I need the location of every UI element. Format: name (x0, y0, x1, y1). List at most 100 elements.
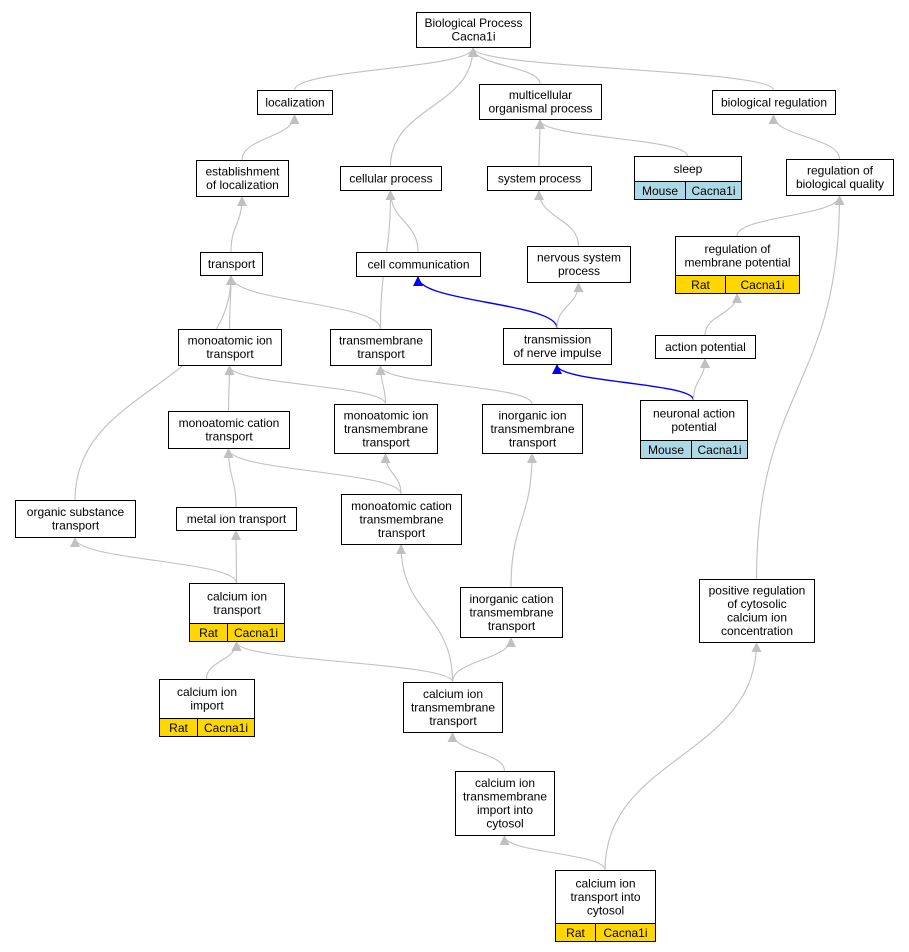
edge-bioreg-to-bp (468, 47, 775, 91)
node-actionpot[interactable]: action potential (655, 335, 756, 359)
edge-regmem-to-regqual (736, 195, 845, 237)
edge-posreg-to-regqual (755, 195, 845, 580)
node-box (168, 411, 290, 449)
edge-localization-to-bp (293, 47, 478, 91)
node-system[interactable]: system process (487, 166, 592, 191)
node-label-line: transport (213, 603, 261, 617)
node-cellular[interactable]: cellular process (340, 166, 442, 191)
gene-cell (595, 923, 656, 942)
node-box (200, 252, 263, 276)
node-label-line: metal ion transport (187, 512, 287, 526)
node-box (416, 12, 531, 48)
edge-transport-to-establishment (230, 196, 247, 253)
node-label-line: transport (52, 519, 100, 533)
node-box (460, 587, 563, 638)
node-label-line: monoatomic cation (179, 416, 280, 430)
gene-cell (197, 718, 255, 737)
node-label-line: calcium ion (177, 685, 237, 699)
node-label-line: calcium ion (423, 687, 483, 701)
node-label-line: calcium ion (575, 876, 635, 890)
node-label-line: transmembrane (490, 422, 574, 436)
node-label-line: transport (509, 435, 557, 449)
edge-cellcomm-to-cellular (385, 190, 419, 253)
node-label-line: calcium ion (727, 611, 787, 625)
node-box (786, 159, 894, 196)
gene-label: Cacna1i (691, 184, 735, 198)
node-label-line: monoatomic ion (344, 408, 429, 422)
node-label-line: Cacna1i (451, 30, 495, 44)
node-label-line: multicellular (509, 88, 572, 102)
node-label-line: calcium ion (475, 776, 535, 790)
node-box (176, 507, 297, 531)
node-box (334, 404, 438, 454)
node-label-line: transport (208, 257, 256, 271)
node-cellcomm[interactable]: cell communication (356, 252, 481, 277)
edge-monocationtm-to-monoiontm (380, 453, 402, 495)
node-label-line: transport (357, 347, 405, 361)
node-label-line: localization (265, 95, 324, 109)
node-label-line: inorganic ion (498, 408, 566, 422)
node-box (482, 404, 583, 454)
edge-cacytosol-to-posreg (604, 642, 762, 871)
node-box (487, 166, 592, 191)
node-label-line: transmembrane (463, 790, 547, 804)
gene-cell (691, 440, 748, 459)
node-label-line: transport (362, 435, 410, 449)
node-transport[interactable]: transport (200, 252, 263, 276)
edge-caiontransport-to-metalion (231, 530, 242, 584)
edge-actionpot-to-regmem (704, 293, 742, 336)
node-label-line: of nerve impulse (513, 346, 601, 360)
node-label-line: transport into (570, 890, 640, 904)
edge-inorgcationtm-to-inorgiontm (510, 453, 537, 588)
node-metalion[interactable]: metal ion transport (176, 507, 297, 531)
node-label-line: Biological Process (424, 16, 522, 30)
node-label-line: transport (429, 714, 477, 728)
node-bioreg[interactable]: biological regulation (712, 90, 836, 115)
edge-multicellular-to-bp (468, 47, 541, 85)
node-label-line: nervous system (537, 251, 621, 265)
nodes-layer: Biological ProcessCacna1ilocalizationmul… (15, 12, 894, 942)
node-localization[interactable]: localization (257, 90, 333, 115)
node-label-line: cytosol (587, 903, 624, 917)
species-label: Rat (169, 721, 188, 735)
node-box (655, 335, 756, 359)
edge-catm-to-caiontransport (231, 641, 454, 683)
node-label-line: import (190, 699, 224, 713)
node-box (403, 682, 503, 733)
node-box (503, 328, 612, 365)
node-label-line: biological regulation (721, 95, 827, 109)
node-label-line: transmembrane (359, 512, 443, 526)
node-label-line: sleep (674, 162, 703, 176)
node-label-line: regulation of (704, 242, 771, 256)
edge-catm-to-monocationtm (396, 544, 454, 683)
node-box (712, 90, 836, 115)
node-box (527, 246, 631, 283)
edge-metalion-to-monocation (223, 448, 237, 508)
gene-cell (685, 181, 742, 200)
node-label-line: monoatomic ion (188, 334, 273, 348)
gene-label: Cacna1i (204, 721, 248, 735)
